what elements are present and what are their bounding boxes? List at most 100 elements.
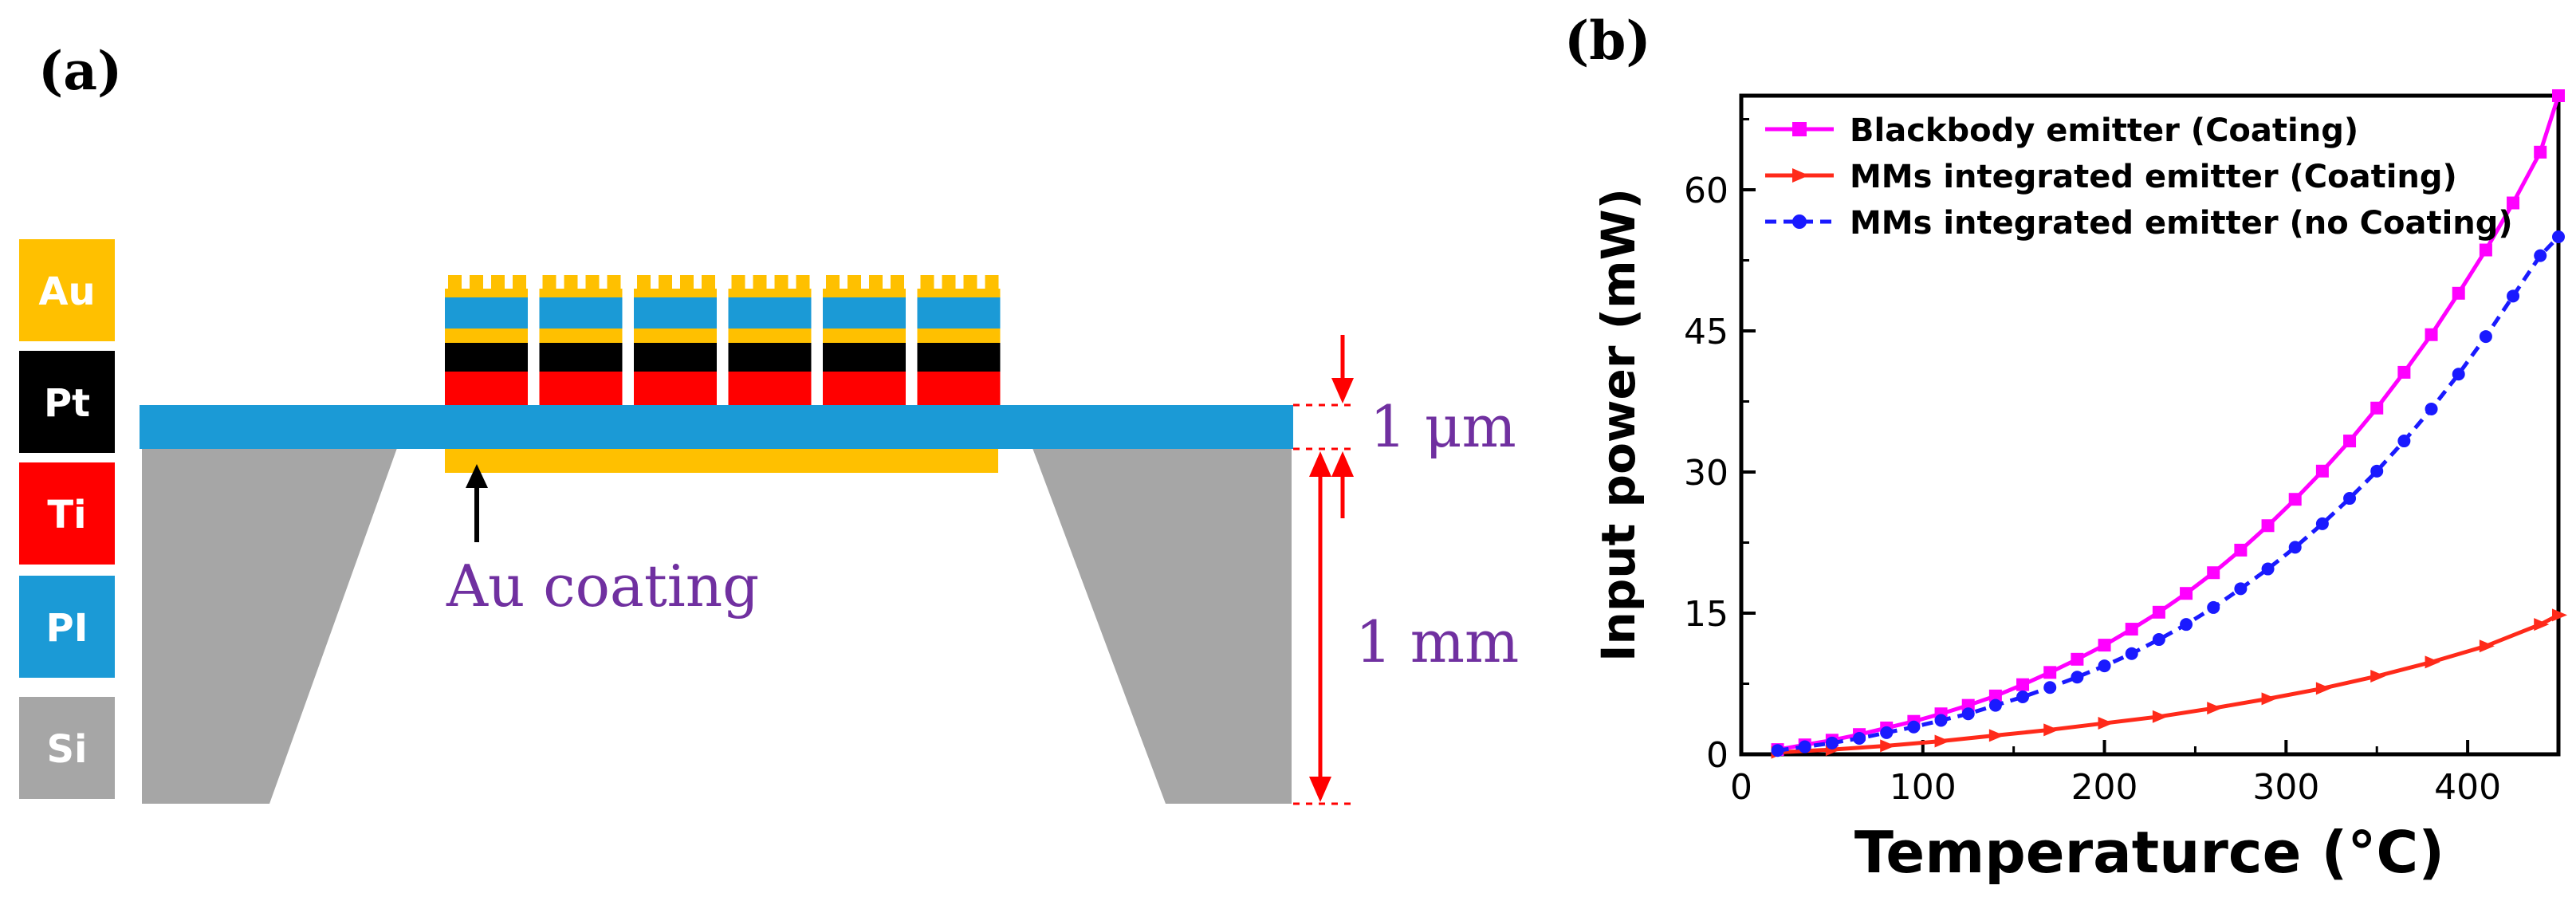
column-pt-layer [634, 343, 717, 372]
legend-entry-label: MMs integrated emitter (no Coating) [1850, 205, 2513, 242]
legend-label-pt: Pt [44, 381, 90, 426]
data-point-triangle [2479, 639, 2495, 653]
data-point-circle [2534, 249, 2547, 262]
data-point-circle [1825, 736, 1839, 750]
column-au-layer [539, 329, 623, 343]
data-point-triangle [1988, 729, 2004, 742]
data-point-triangle [2152, 710, 2168, 723]
column-pi-layer [634, 297, 717, 329]
um-arrow-top-head [1331, 378, 1354, 403]
metamaterial-columns [445, 275, 1001, 405]
data-point-square [2152, 605, 2165, 619]
mm-arrow-head-bottom [1309, 777, 1331, 802]
thickness-label-mm: 1 mm [1355, 608, 1519, 675]
data-point-circle [1792, 214, 1807, 229]
data-point-circle [2261, 562, 2275, 576]
column-pt-layer [823, 343, 906, 372]
x-tick-label: 100 [1890, 767, 1957, 808]
mm-arrow-head-top [1309, 451, 1331, 477]
data-point-triangle [2207, 702, 2223, 715]
legend-label-au: Au [38, 270, 95, 314]
data-point-square [1988, 689, 2002, 702]
au-grating-bar [513, 275, 526, 289]
data-point-circle [1798, 740, 1811, 753]
au-grating-bar [753, 275, 767, 289]
legend-label-pi: PI [45, 606, 88, 651]
x-axis-label: Temperaturce (°C) [1854, 819, 2444, 886]
column-au-layer [445, 329, 528, 343]
data-point-circle [2180, 618, 2193, 631]
column-au-base [728, 289, 812, 297]
data-point-square [2234, 543, 2248, 557]
data-point-square [2479, 243, 2492, 257]
panel-a: (a) Au Pt Ti PI Si Au coating [19, 40, 1519, 805]
thickness-dimensions: 1 μm 1 mm [1293, 335, 1519, 805]
data-point-square [2071, 652, 2084, 666]
data-point-square [2370, 401, 2384, 415]
data-point-triangle [2261, 692, 2277, 706]
au-grating-bar [542, 275, 556, 289]
x-tick-label: 400 [2434, 767, 2501, 808]
column-au-base [539, 289, 623, 297]
data-point-circle [2016, 691, 2030, 704]
au-grating-bar [448, 275, 462, 289]
legend-swatch-ti [19, 462, 115, 565]
au-grating-bar [564, 275, 578, 289]
y-tick-label: 15 [1684, 594, 1728, 635]
data-point-square [2043, 666, 2057, 679]
legend-entry-label: Blackbody emitter (Coating) [1850, 112, 2358, 149]
legend-label-si: Si [46, 727, 87, 772]
data-point-triangle [2552, 608, 2567, 622]
y-axis-label: Input power (mW) [1591, 188, 1646, 662]
column-pi-layer [917, 297, 1001, 329]
data-point-triangle [2315, 682, 2331, 695]
layer-legend: Au Pt Ti PI Si [19, 239, 115, 799]
data-point-square [2343, 435, 2357, 448]
data-point-circle [2479, 330, 2492, 344]
data-point-triangle [2043, 723, 2059, 737]
au-coating-layer [445, 449, 998, 473]
au-grating-bar [774, 275, 789, 289]
au-grating-bar [920, 275, 934, 289]
column-au-base [634, 289, 717, 297]
series-line [1777, 235, 2560, 753]
data-point-square [2288, 493, 2302, 506]
data-point-circle [1853, 731, 1866, 745]
si-substrate-left [142, 448, 397, 804]
data-point-circle [2507, 289, 2520, 303]
data-point-square [2534, 145, 2547, 159]
data-point-square [2452, 286, 2465, 300]
column-ti-layer [445, 372, 528, 405]
column-au-layer [634, 329, 717, 343]
legend-label-ti: Ti [47, 493, 86, 537]
pi-membrane [140, 405, 1293, 449]
data-point-circle [2343, 492, 2357, 506]
panel-b-label: (b) [1564, 10, 1651, 72]
y-tick-label: 45 [1684, 312, 1728, 352]
column-au-base [917, 289, 1001, 297]
legend-entry-label: MMs integrated emitter (Coating) [1850, 159, 2457, 195]
thickness-label-um: 1 μm [1370, 393, 1516, 460]
data-point-triangle [1792, 168, 1809, 183]
legend-swatch-pt [19, 351, 115, 453]
data-point-square [2098, 639, 2111, 652]
column-ti-layer [539, 372, 623, 405]
au-coating-label: Au coating [446, 553, 759, 620]
data-point-circle [2370, 464, 2384, 478]
legend-swatch-pi [19, 576, 115, 678]
au-grating-bar [680, 275, 694, 289]
data-point-square [2315, 464, 2329, 478]
data-point-triangle [2534, 618, 2550, 631]
column-pt-layer [539, 343, 623, 372]
x-tick-label: 300 [2252, 767, 2319, 808]
data-point-circle [2207, 600, 2220, 614]
data-point-circle [2452, 368, 2465, 381]
data-point-circle [1961, 707, 1975, 721]
column-pi-layer [539, 297, 623, 329]
column-pi-layer [728, 297, 812, 329]
data-point-triangle [2098, 717, 2114, 730]
au-grating-bar [891, 275, 904, 289]
au-grating-bar [869, 275, 883, 289]
